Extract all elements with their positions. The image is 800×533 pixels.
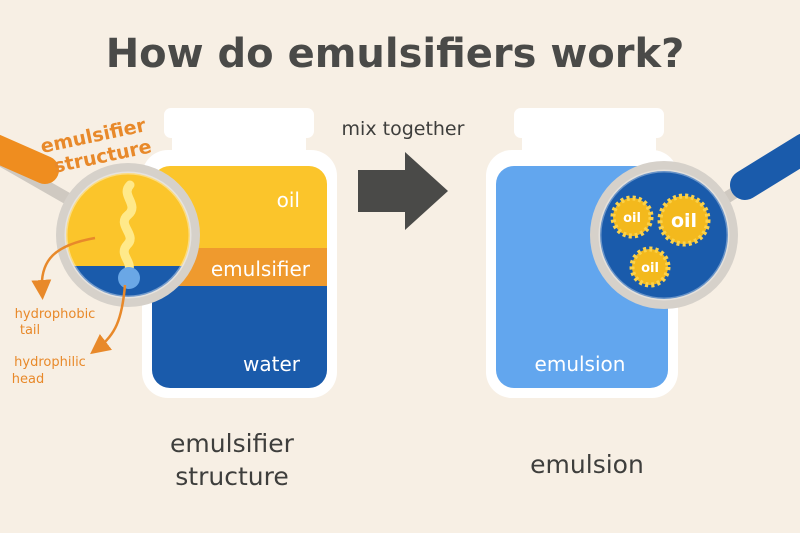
- hydrophilic-label-line1: hydrophilic: [14, 355, 86, 370]
- right-magnifier-icon: oil oil oil: [590, 133, 800, 309]
- right-jar-lid: [514, 108, 664, 138]
- oil-droplet: oil: [610, 195, 654, 239]
- water-layer: [152, 286, 327, 388]
- hydrophobic-label-line1: hydrophobic: [15, 307, 96, 322]
- oil-droplet: oil: [629, 246, 671, 288]
- head-pointer-arrow: [90, 284, 127, 355]
- mix-together-label: mix together: [342, 118, 465, 140]
- hydrophilic-label-line2: head: [12, 372, 44, 387]
- emulsifier-tail-icon: [119, 180, 137, 277]
- droplet-label: oil: [641, 261, 659, 276]
- hydrophobic-label-line2: tail: [20, 323, 40, 338]
- droplet-label: oil: [671, 210, 697, 232]
- right-arrow-icon: [358, 152, 448, 230]
- oil-droplet: oil: [657, 193, 711, 247]
- tail-pointer-arrow: [31, 236, 96, 300]
- droplet-label: oil: [623, 211, 641, 226]
- oil-layer-label: oil: [277, 188, 300, 212]
- left-caption-line2: structure: [175, 462, 288, 491]
- emulsifier-head-icon: [118, 267, 140, 289]
- left-magnifier-icon: [0, 135, 200, 307]
- emulsion-jar-label: emulsion: [535, 352, 626, 376]
- right-caption: emulsion: [530, 450, 644, 479]
- water-layer-label: water: [243, 352, 301, 376]
- emulsifier-layer-label: emulsifier: [211, 257, 311, 281]
- left-jar-lid: [164, 108, 314, 138]
- left-caption-line1: emulsifier: [170, 429, 295, 458]
- page-title: How do emulsifiers work?: [106, 31, 685, 77]
